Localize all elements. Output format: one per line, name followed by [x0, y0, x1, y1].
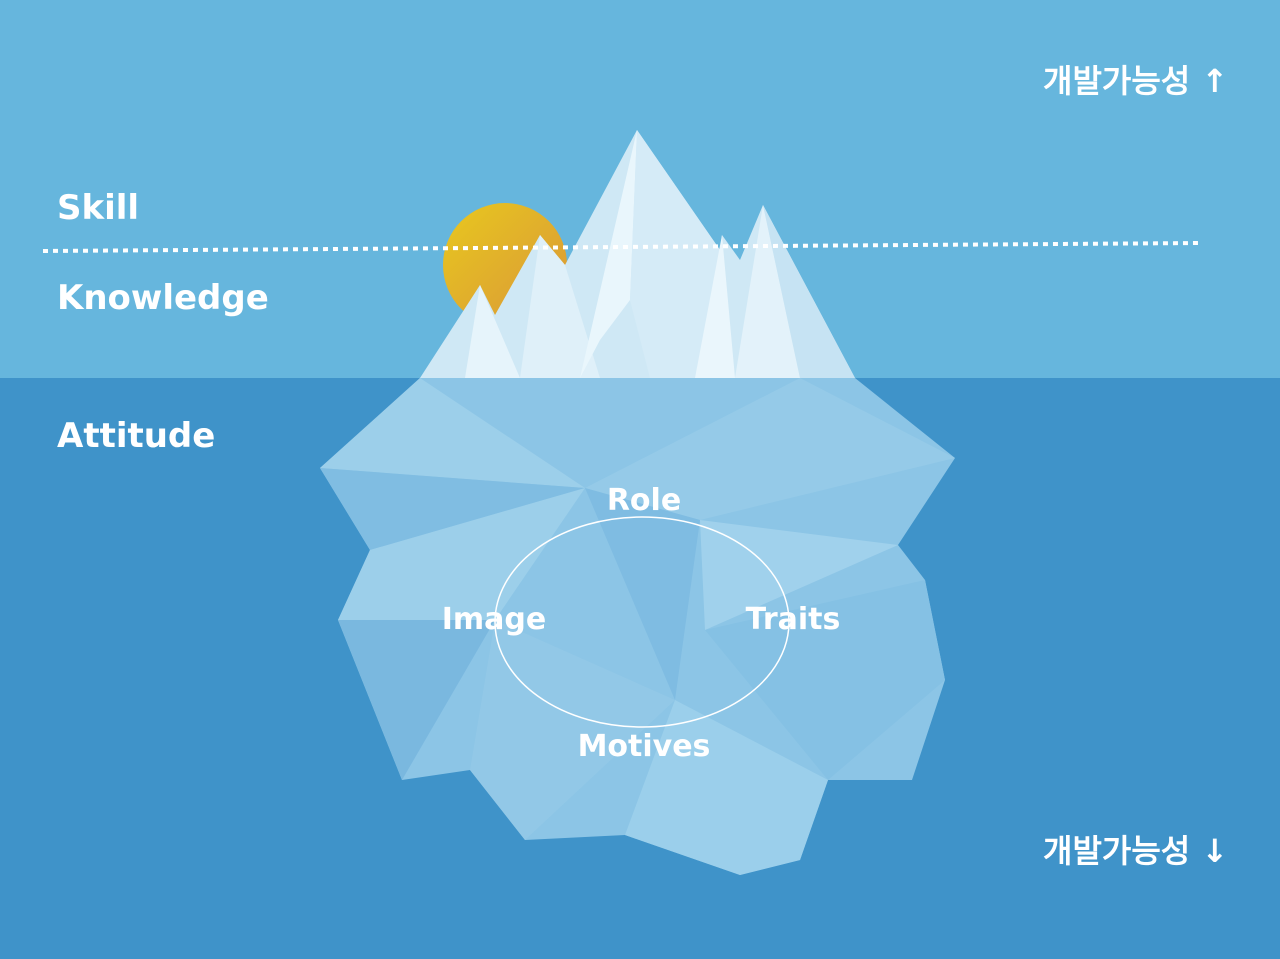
label-development-high: 개발가능성 ↑ [1043, 62, 1229, 100]
iceberg-above-water [420, 130, 855, 378]
label-skill: Skill [57, 188, 140, 228]
label-attitude: Attitude [57, 416, 216, 456]
label-traits: Traits [745, 602, 841, 637]
core-ellipse [494, 516, 790, 728]
label-development-low: 개발가능성 ↓ [1043, 832, 1229, 870]
label-image: Image [441, 602, 547, 637]
iceberg-below-water [320, 378, 955, 875]
skill-knowledge-divider [42, 241, 1203, 253]
label-knowledge: Knowledge [57, 278, 269, 318]
label-motives: Motives [577, 729, 711, 764]
label-role: Role [606, 483, 682, 518]
